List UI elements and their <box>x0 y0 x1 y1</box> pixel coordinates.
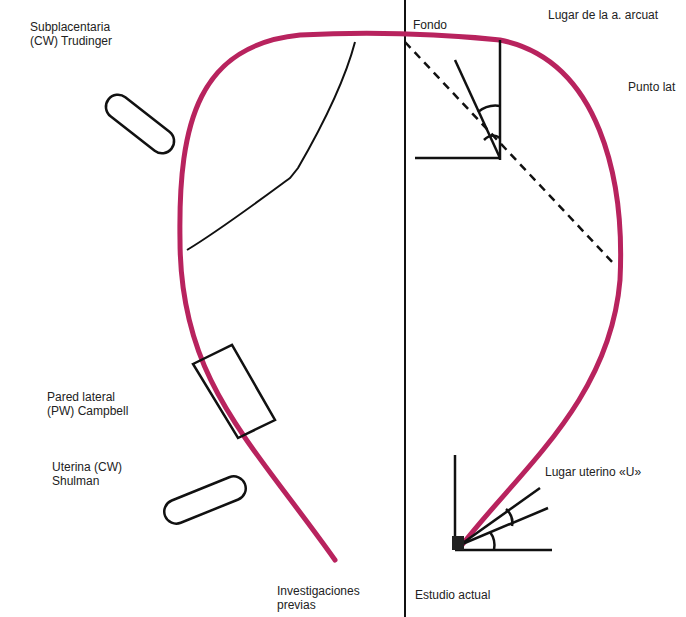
part-label: Pared lateral (PW) Campbell <box>47 390 137 418</box>
pw-sample-volume <box>193 345 275 438</box>
cw-sample-volume <box>101 90 179 158</box>
midline <box>404 0 406 617</box>
part-label: Estudio actual <box>415 588 490 602</box>
part-label: Uterina (CW) Shulman <box>52 460 142 488</box>
uterus-outline <box>180 33 621 560</box>
dashed-axis <box>405 42 615 265</box>
angle-marks <box>415 40 552 550</box>
part-label: Fondo <box>413 18 447 32</box>
cw-sample-volume <box>161 473 250 527</box>
part-label: Subplacentaria (CW) Trudinger <box>30 20 130 48</box>
part-label: Punto lat <box>628 80 675 94</box>
placenta-edge <box>187 42 355 250</box>
part-label: Lugar uterino «U» <box>545 465 641 479</box>
part-label: Lugar de la a. arcuat <box>548 8 658 22</box>
probe-mark <box>452 536 464 550</box>
part-label: Investigaciones previas <box>277 584 387 612</box>
